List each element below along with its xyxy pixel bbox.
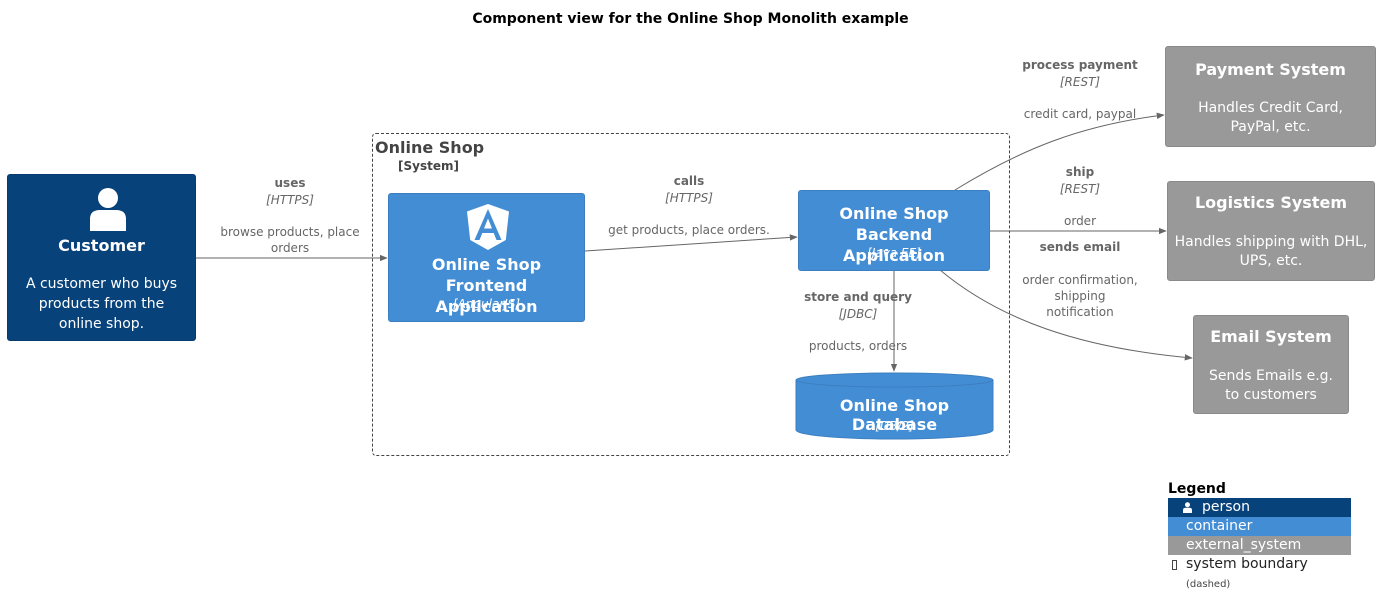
relation-calls-tech: [HTTPS] — [665, 191, 713, 205]
relation-uses-tech: [HTTPS] — [266, 193, 314, 207]
logistics-system-box[interactable]: Logistics System Handles shipping with D… — [1167, 181, 1375, 281]
relation-ship-name: ship — [1065, 165, 1095, 179]
diagram-title: Component view for the Online Shop Monol… — [472, 11, 909, 27]
legend-external-system-label: external_system — [1186, 537, 1302, 553]
legend-person: person — [1168, 498, 1351, 517]
legend: Legend person container external_system … — [1168, 481, 1351, 590]
customer-name: Customer — [58, 236, 145, 255]
legend-person-label: person — [1202, 499, 1250, 515]
payment-system-description: Handles Credit Card, PayPal, etc. — [1198, 100, 1343, 135]
relation-store-label: store and query [JDBC] products, orders — [798, 289, 918, 354]
angular-icon — [467, 204, 509, 250]
email-system-description: Sends Emails e.g. to customers — [1209, 368, 1333, 403]
relation-payment-desc: credit card, paypal — [1023, 107, 1137, 121]
arrow-calls — [584, 234, 798, 252]
logistics-system-name: Logistics System — [1194, 193, 1347, 212]
legend-person-icon — [1183, 502, 1192, 513]
relation-store-desc: products, orders — [808, 339, 908, 353]
relation-store-name: store and query — [804, 290, 912, 304]
relation-payment-label: process payment [REST] credit card, payp… — [1015, 57, 1145, 122]
backend-tech: [Java EE] — [867, 246, 921, 260]
relation-ship-tech: [REST] — [1059, 182, 1101, 196]
boundary-label: Online Shop — [375, 138, 485, 157]
legend-title: Legend — [1168, 481, 1226, 497]
legend-boundary-icon — [1172, 560, 1177, 570]
frontend-tech: [AngularJS] — [452, 297, 521, 311]
relation-payment-name: process payment — [1022, 58, 1138, 72]
database-cylinder — [795, 372, 994, 440]
legend-boundary: system boundary (dashed) — [1168, 555, 1351, 590]
email-system-name: Email System — [1210, 327, 1332, 346]
database-tech: [DB/2] — [875, 419, 914, 433]
legend-container-label: container — [1186, 518, 1253, 534]
boundary-type: [System] — [398, 159, 459, 173]
relation-ship-label: ship [REST] order — [1040, 164, 1120, 229]
system-boundary: Online Shop [System] — [372, 133, 1010, 456]
legend-external-system: external_system — [1168, 536, 1351, 555]
logistics-system-description: Handles shipping with DHL, UPS, etc. — [1174, 234, 1368, 269]
backend-box[interactable]: Online Shop Backend Application [Java EE… — [798, 190, 990, 271]
frontend-box[interactable]: Online Shop Frontend Application [Angula… — [388, 193, 585, 322]
relation-uses-label: uses [HTTPS] browse products, place orde… — [215, 175, 365, 256]
backend-name: Online Shop Backend Application — [839, 204, 949, 265]
relation-email-desc: order confirmation, shipping notificatio… — [1022, 273, 1138, 319]
payment-system-box[interactable]: Payment System Handles Credit Card, PayP… — [1165, 46, 1376, 147]
relation-uses-desc: browse products, place orders — [220, 225, 360, 255]
relation-email-label: sends email order confirmation, shipping… — [1020, 239, 1140, 320]
arrow-email — [939, 269, 1193, 361]
legend-boundary-note: (dashed) — [1186, 579, 1231, 590]
arrow-payment — [954, 112, 1165, 191]
database-name: Online Shop Database — [839, 396, 950, 434]
relation-ship-desc: order — [1064, 214, 1096, 228]
relation-uses-name: uses — [274, 176, 306, 190]
legend-boundary-label: system boundary — [1186, 556, 1308, 572]
payment-system-name: Payment System — [1195, 60, 1346, 79]
relation-calls-desc: get products, place orders. — [608, 223, 770, 237]
customer-box[interactable]: Customer A customer who buys products fr… — [7, 174, 196, 341]
customer-description: A customer who buys products from the on… — [25, 276, 178, 332]
relation-email-name: sends email — [1039, 240, 1121, 254]
relation-payment-tech: [REST] — [1059, 75, 1101, 89]
relation-calls-name: calls — [673, 174, 705, 188]
person-icon — [90, 188, 126, 231]
database-box[interactable]: Online Shop Database [DB/2] — [795, 372, 994, 440]
relation-store-tech: [JDBC] — [838, 307, 878, 321]
email-system-box[interactable]: Email System Sends Emails e.g. to custom… — [1193, 315, 1349, 414]
relation-calls-label: calls [HTTPS] get products, place orders… — [604, 173, 774, 238]
frontend-name: Online Shop Frontend Application — [431, 255, 542, 316]
legend-container: container — [1168, 517, 1351, 536]
